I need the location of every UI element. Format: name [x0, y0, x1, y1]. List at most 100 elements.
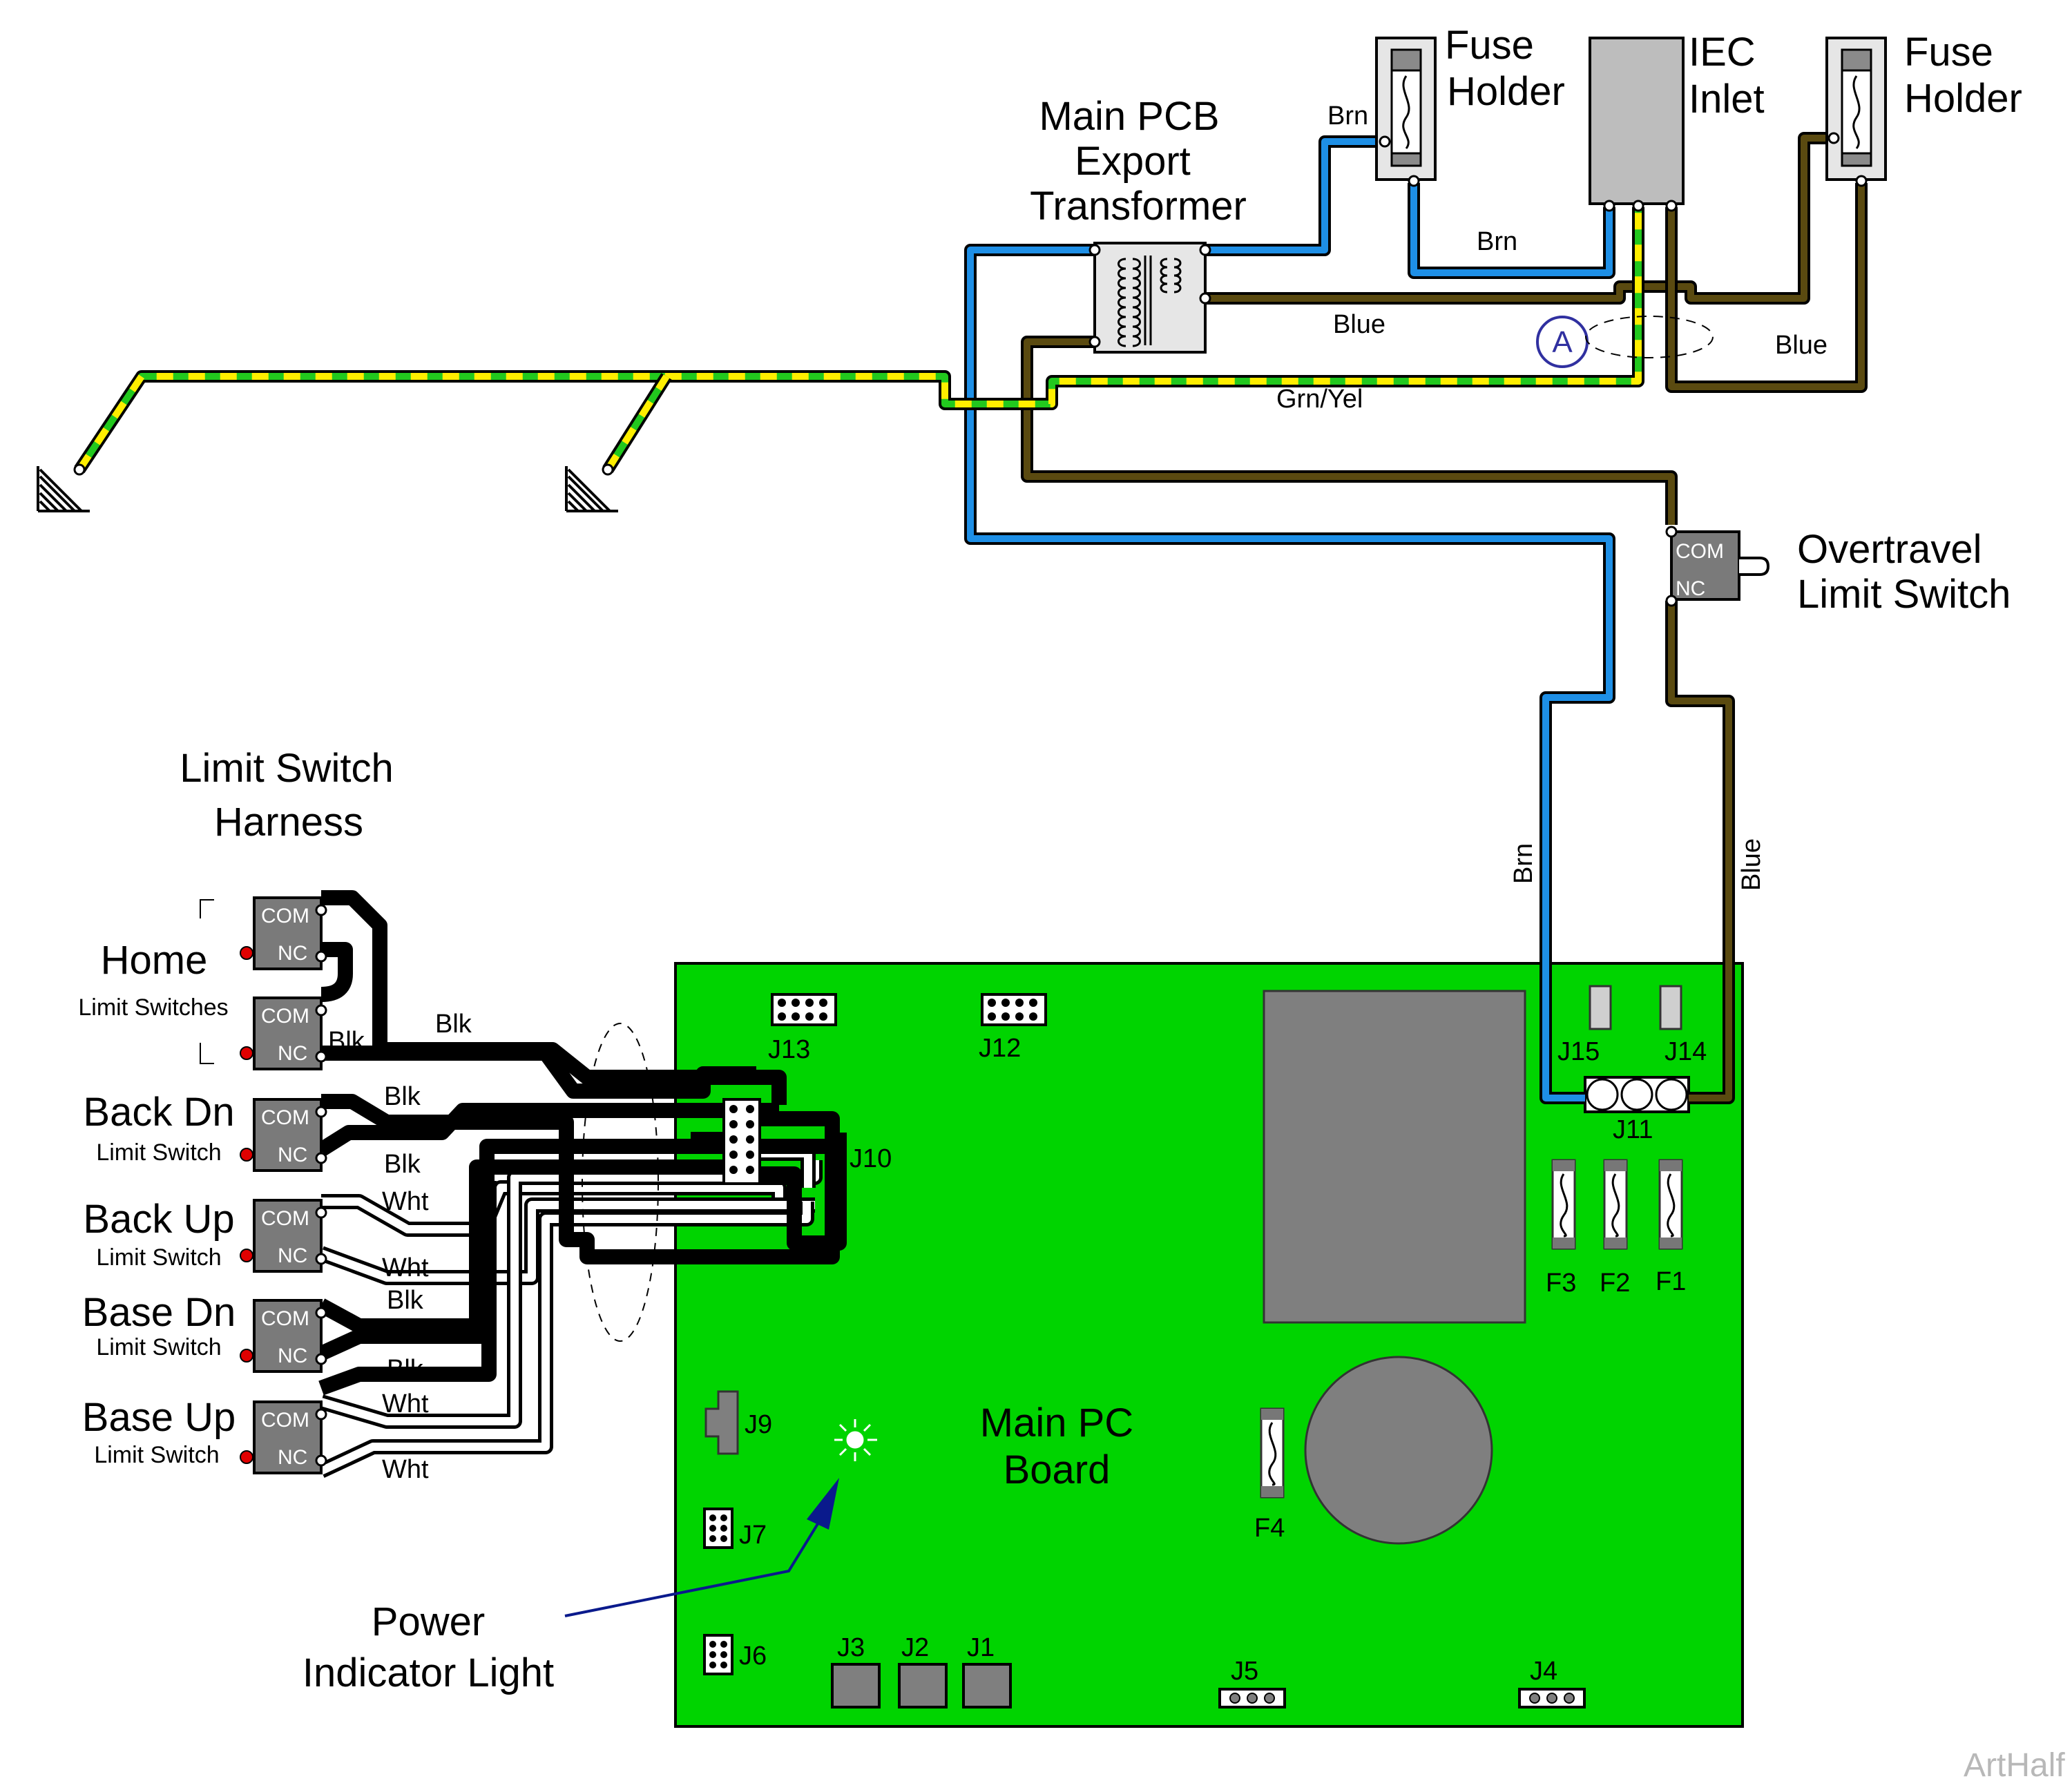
switch-led	[240, 1349, 253, 1363]
j10-connector	[722, 1098, 761, 1185]
j11-connector	[1584, 1076, 1690, 1113]
j3-connector	[831, 1663, 881, 1708]
power-indicator-label-line2: Indicator Light	[303, 1650, 554, 1695]
wire-label-blue-mid: Blue	[1333, 310, 1385, 339]
j12-header	[981, 993, 1047, 1026]
label-j10: J10	[850, 1144, 892, 1173]
label-j7: J7	[739, 1521, 767, 1550]
fuse-f1	[1658, 1159, 1683, 1250]
switch-com-label: COM	[261, 1207, 309, 1230]
terminal-nc	[315, 1050, 327, 1063]
fuse-holder-right	[1825, 37, 1887, 187]
switch-body	[253, 1400, 323, 1474]
label-j6: J6	[739, 1642, 767, 1671]
overtravel-label-line1: Overtravel	[1797, 527, 1982, 572]
terminal-com	[315, 1004, 327, 1017]
ground-symbol	[565, 466, 618, 512]
switch-name: Base Up	[82, 1395, 236, 1440]
switch-com-label: COM	[261, 905, 309, 927]
switch-nc-label: NC	[278, 1144, 307, 1166]
overtravel-label-line2: Limit Switch	[1797, 572, 2011, 617]
switch-led	[240, 1249, 253, 1262]
switch-body	[253, 1199, 323, 1273]
switch-nc-label: NC	[278, 1244, 307, 1267]
j7-header	[703, 1508, 733, 1549]
wire-label-blk: Blk	[384, 1082, 421, 1111]
wire-label-blk: Blk	[387, 1286, 424, 1315]
terminal-nc	[315, 1353, 327, 1365]
wire-label-blk: Blk	[384, 1150, 421, 1179]
power-indicator-label-line1: Power	[372, 1599, 485, 1644]
wire-label-brn-iec: Brn	[1477, 227, 1517, 256]
label-f1: F1	[1656, 1267, 1686, 1296]
wire-label-blk: Blk	[435, 1010, 472, 1039]
watermark: ArtHalf	[1964, 1747, 2065, 1781]
switch-led	[240, 946, 253, 960]
ground-wire-endpoint	[602, 463, 614, 476]
j13-header	[771, 993, 837, 1026]
switch-name: Base Dn	[82, 1290, 236, 1335]
main-pc-board-label-line1: Main PC	[980, 1400, 1133, 1445]
label-j12: J12	[979, 1034, 1021, 1063]
switch-sub-label: Limit Switches	[78, 994, 228, 1021]
iec-inlet-label-line1: IEC	[1689, 30, 1756, 75]
switch-body	[253, 1299, 323, 1373]
j5-header	[1218, 1688, 1286, 1708]
switch-name: Back Dn	[83, 1090, 234, 1135]
wire-label-brn-fuse: Brn	[1327, 102, 1368, 131]
switch-nc-label: NC	[278, 942, 307, 965]
power-indicator-arrow	[564, 1478, 839, 1617]
ground-symbol	[37, 466, 90, 512]
harness-title-line1: Limit Switch	[180, 746, 393, 791]
switch-sub-label: Limit Switch	[94, 1442, 219, 1468]
switch-sub-label: Limit Switch	[96, 1244, 221, 1271]
label-j3: J3	[837, 1633, 865, 1662]
label-j2: J2	[901, 1633, 929, 1662]
harness-loop	[582, 1023, 659, 1342]
black-wires	[317, 890, 847, 1396]
wire-label-wht: Wht	[382, 1253, 429, 1282]
switch-name: Home	[101, 938, 208, 983]
label-f3: F3	[1546, 1269, 1576, 1298]
power-indicator-light	[834, 1419, 877, 1461]
overtravel-com-label: COM	[1676, 540, 1724, 563]
terminal-nc	[315, 1152, 327, 1164]
wire-label-grn-yel: Grn/Yel	[1276, 385, 1363, 414]
brown-wires	[1021, 132, 1868, 1104]
fuse-f4	[1260, 1407, 1285, 1499]
switch-led	[240, 1148, 253, 1162]
blue-wires	[964, 135, 1615, 1104]
switch-body	[253, 997, 323, 1070]
overtravel-limit-switch	[1665, 526, 1770, 607]
label-j14: J14	[1665, 1037, 1707, 1066]
switch-sub-label: Limit Switch	[96, 1334, 221, 1360]
switch-sub-label: Limit Switch	[96, 1139, 221, 1166]
wire-label-blk: Blk	[328, 1027, 365, 1056]
home-bracket	[200, 1043, 214, 1064]
marker-a: A	[1552, 325, 1573, 359]
home-bracket	[200, 899, 214, 918]
switch-com-label: COM	[261, 1409, 309, 1432]
switch-com-label: COM	[261, 1307, 309, 1330]
label-j1: J1	[967, 1633, 995, 1662]
switch-led	[240, 1046, 253, 1060]
overtravel-nc-label: NC	[1676, 577, 1705, 600]
j6-header	[703, 1634, 733, 1675]
label-j4: J4	[1530, 1657, 1557, 1686]
label-j9: J9	[745, 1410, 772, 1439]
terminal-com	[315, 1106, 327, 1118]
label-f4: F4	[1254, 1514, 1285, 1543]
board-capacitor	[1304, 1356, 1493, 1545]
fuse-holder-left	[1375, 37, 1437, 187]
terminal-nc	[315, 1253, 327, 1265]
wire-label-wht: Wht	[382, 1187, 429, 1216]
wire-label-wht: Wht	[382, 1389, 429, 1418]
harness-title-line2: Harness	[214, 800, 363, 845]
j4-header	[1518, 1688, 1586, 1708]
switch-body	[253, 896, 323, 970]
